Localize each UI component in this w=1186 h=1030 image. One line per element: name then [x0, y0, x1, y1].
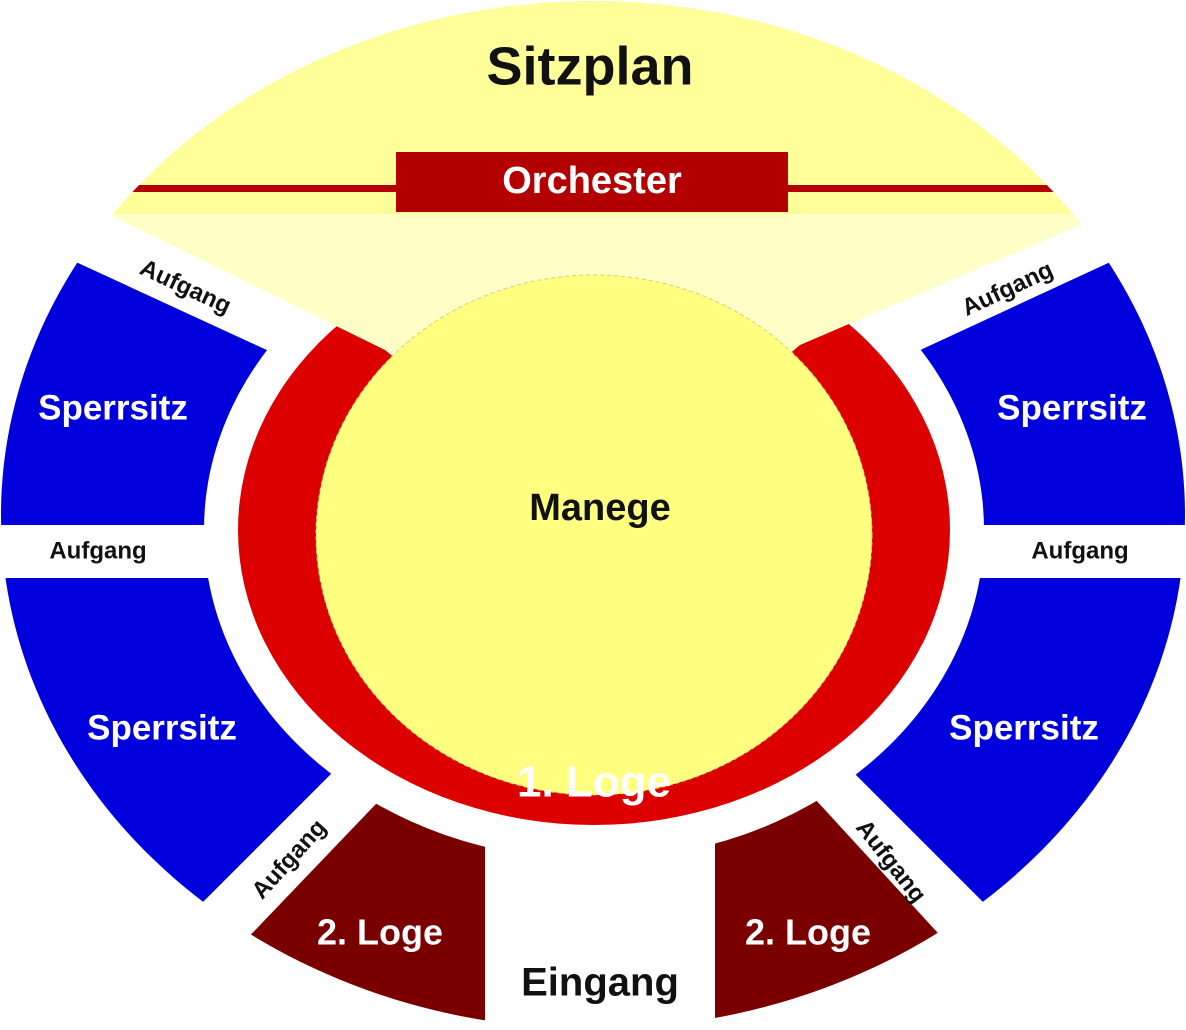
sperrsitz-lower-right-label: Sperrsitz — [949, 708, 1099, 747]
plan-title: Sitzplan — [486, 36, 693, 96]
orchestra-box[interactable] — [396, 152, 788, 212]
loge-1-label: 1. Loge — [517, 758, 671, 807]
orchestra-label: Orchester — [502, 160, 682, 202]
entrance-label: Eingang — [521, 961, 679, 1005]
manege-label: Manege — [529, 487, 670, 529]
loge-2-right-label: 2. Loge — [745, 912, 871, 953]
aufgang-mid-right: Aufgang — [1031, 537, 1128, 564]
loge-2-left-label: 2. Loge — [317, 912, 443, 953]
sperrsitz-upper-left-label: Sperrsitz — [38, 388, 188, 427]
manege-ring[interactable] — [315, 274, 873, 796]
aufgang-mid-left: Aufgang — [49, 537, 146, 564]
sperrsitz-upper-right-label: Sperrsitz — [997, 388, 1147, 427]
sperrsitz-lower-left-label: Sperrsitz — [87, 708, 237, 747]
